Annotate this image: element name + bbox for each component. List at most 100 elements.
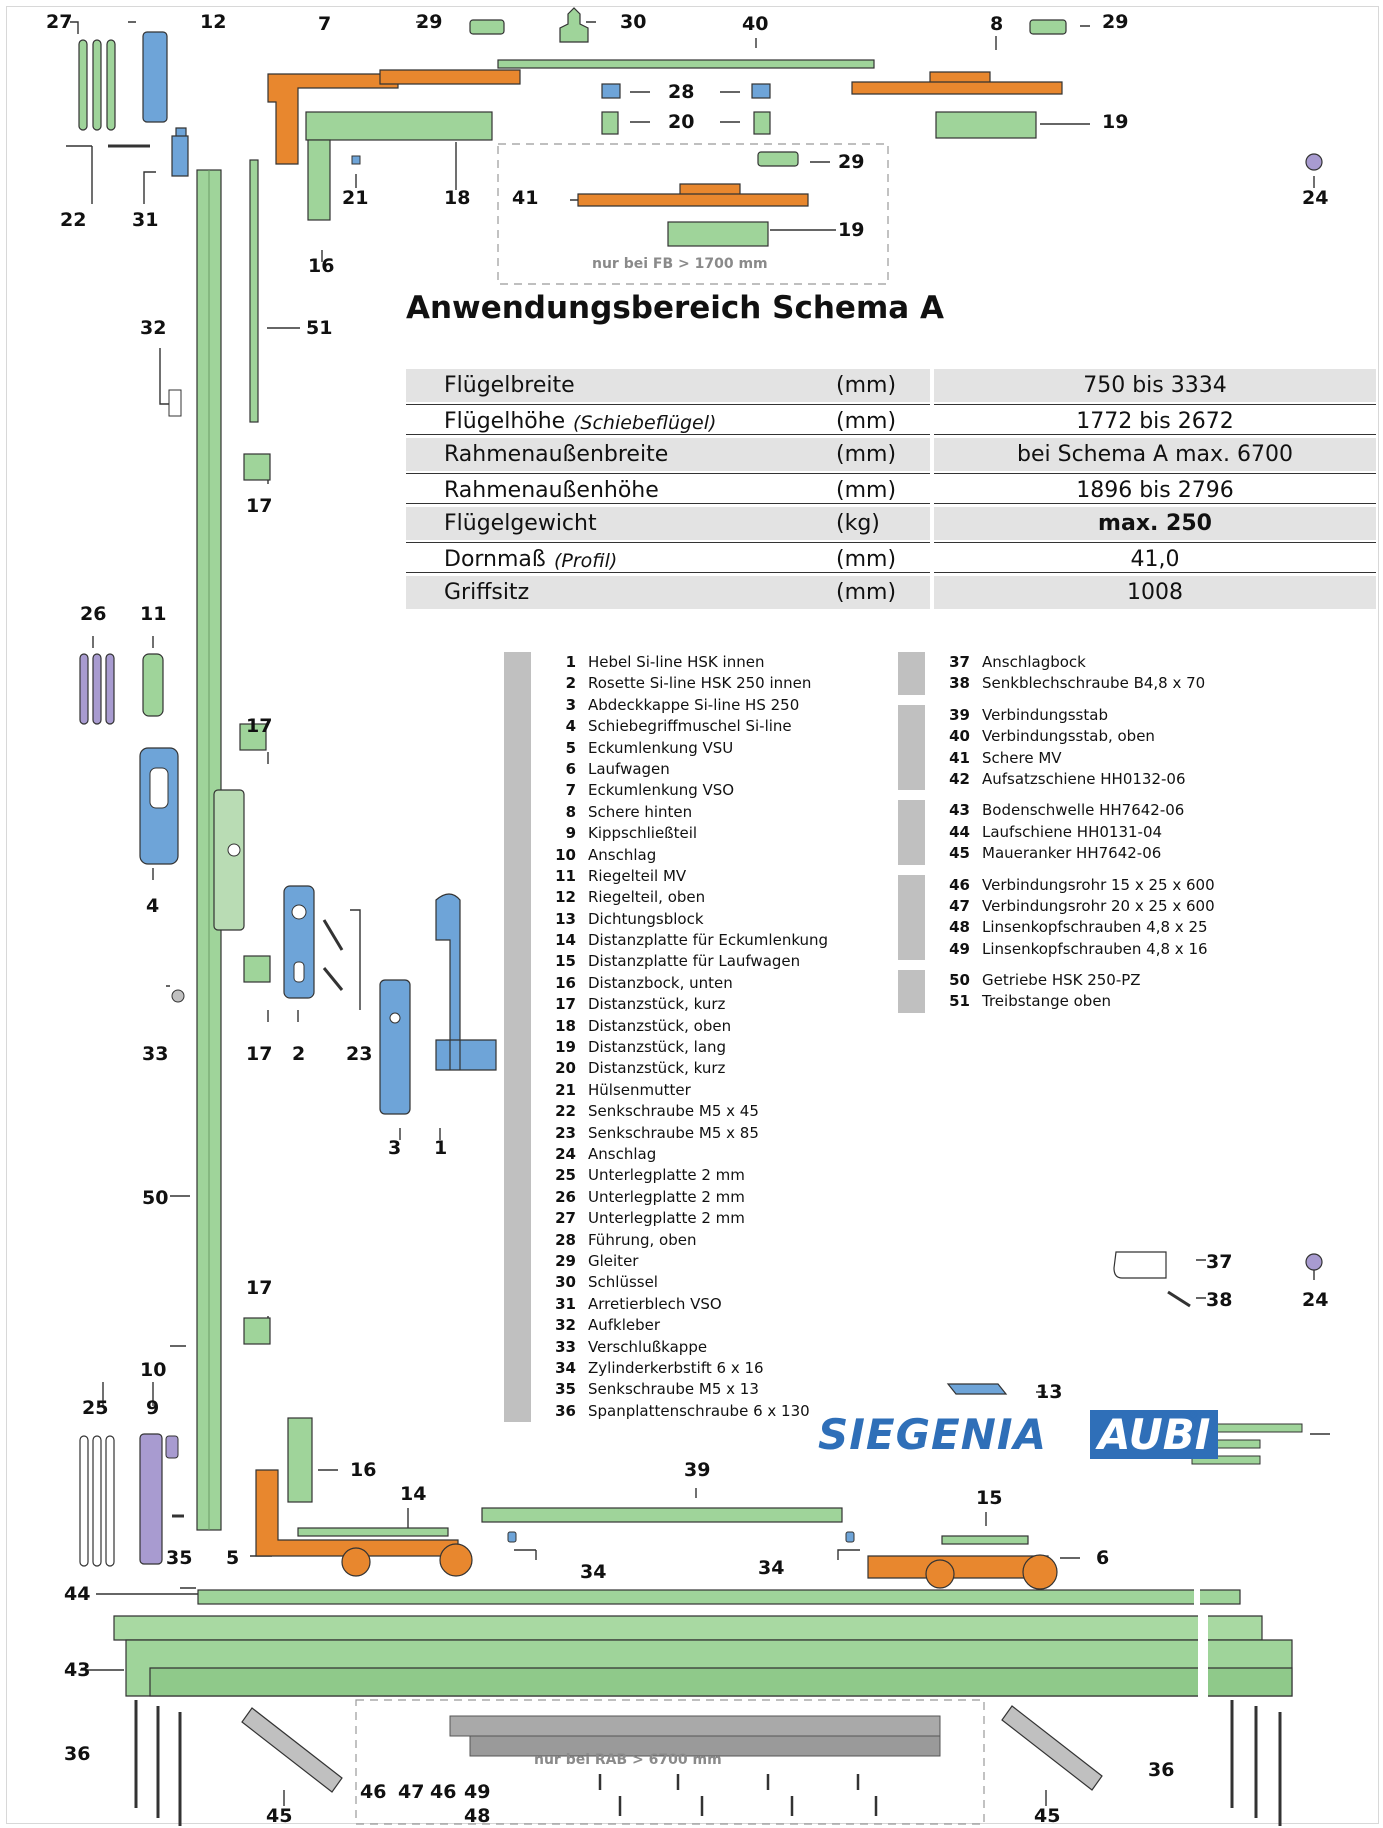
legend-number: 11: [555, 866, 576, 885]
legend-number: 8: [565, 802, 576, 821]
legend-text: Schiebegriffmuschel Si-line: [588, 717, 792, 736]
callout-18: 18: [444, 187, 471, 209]
callout-16: 16: [308, 255, 335, 277]
spec-label-cell: Rahmenaußenbreite(mm): [406, 438, 930, 471]
legend-number: 44: [949, 822, 970, 841]
legend-item: 44 Laufschiene HH0131-04: [898, 822, 1278, 843]
callout-22: 22: [60, 209, 87, 231]
legend-number: 29: [555, 1251, 576, 1270]
spec-label: Griffsitz: [444, 580, 530, 605]
spec-value: 750 bis 3334: [1083, 373, 1227, 398]
legend-item: 29 Gleiter: [504, 1251, 904, 1272]
logo-registered-mark: ®: [1188, 1408, 1199, 1421]
callout-19b: 19: [838, 219, 865, 241]
callout-10: 10: [140, 1359, 167, 1381]
spec-row: Flügelbreite(mm)750 bis 3334: [406, 369, 1376, 404]
spec-value-cell: 41,0: [934, 541, 1376, 573]
logo-sub: AUBI: [1090, 1410, 1219, 1459]
legend-text: Laufschiene HH0131-04: [982, 822, 1163, 841]
callout-17d: 17: [246, 1277, 273, 1299]
legend-text: Verbindungsrohr 20 x 25 x 600: [982, 896, 1215, 915]
legend-number: 30: [555, 1273, 576, 1292]
legend-number: 4: [565, 717, 576, 736]
spec-value: max. 250: [1098, 511, 1212, 536]
spec-value-cell: 1008: [934, 576, 1376, 609]
legend-text: Gleiter: [588, 1251, 639, 1270]
legend-number: 46: [949, 875, 970, 894]
legend-text: Distanzstück, oben: [588, 1016, 732, 1035]
spec-value-cell: 750 bis 3334: [934, 369, 1376, 402]
legend-text: Distanzplatte für Eckumlenkung: [588, 931, 829, 950]
callout-3: 3: [388, 1137, 402, 1159]
legend-text: Distanzstück, kurz: [588, 995, 726, 1014]
legend-text: Distanzplatte für Laufwagen: [588, 952, 801, 971]
spec-unit: (kg): [836, 511, 880, 536]
legend-number: 21: [555, 1080, 576, 1099]
callout-17c: 17: [246, 1043, 273, 1065]
callout-1: 1: [434, 1137, 448, 1159]
callout-41: 41: [512, 187, 539, 209]
legend-number: 2: [565, 674, 576, 693]
spec-value-cell: 1896 bis 2796: [934, 472, 1376, 504]
callout-49: 49: [464, 1781, 491, 1803]
spec-row: Dornmaß(Profil)(mm)41,0: [406, 541, 1376, 577]
legend-text: Riegelteil MV: [588, 866, 687, 885]
legend-number: 24: [555, 1144, 576, 1163]
legend-text: Verbindungsstab, oben: [982, 727, 1155, 746]
legend-number: 16: [555, 973, 576, 992]
legend-text: Laufwagen: [588, 759, 670, 778]
note-fb: nur bei FB > 1700 mm: [592, 256, 768, 272]
callout-24b: 24: [1302, 1289, 1329, 1311]
legend-number: 34: [555, 1358, 576, 1377]
logo-brand: SIEGENIA: [818, 1410, 1048, 1459]
spec-label: Flügelbreite: [444, 373, 575, 398]
legend-number: 19: [555, 1038, 576, 1057]
legend-text: Linsenkopfschrauben 4,8 x 16: [982, 939, 1208, 958]
legend-text: Riegelteil, oben: [588, 888, 706, 907]
legend-number: 9: [565, 824, 576, 843]
callout-26: 26: [80, 603, 107, 625]
spec-label-cell: Flügelhöhe(Schiebeflügel)(mm): [406, 403, 930, 435]
legend-number: 14: [555, 931, 576, 950]
callout-45b: 45: [1034, 1805, 1061, 1827]
callout-7: 7: [318, 13, 332, 35]
legend-number: 49: [949, 939, 970, 958]
spec-unit: (mm): [836, 442, 897, 467]
legend-text: Aufsatzschiene HH0132-06: [982, 769, 1186, 788]
legend-number: 42: [949, 769, 970, 788]
legend-number: 5: [565, 738, 576, 757]
legend-number: 28: [555, 1230, 576, 1249]
legend-text: Linsenkopfschrauben 4,8 x 25: [982, 918, 1208, 937]
legend-text: Senkschraube M5 x 85: [588, 1123, 759, 1142]
legend-group-bar: [898, 704, 925, 791]
note-rab: nur bei RAB > 6700 mm: [534, 1752, 722, 1768]
spec-value-cell: max. 250: [934, 507, 1376, 540]
spec-row: Griffsitz(mm)1008: [406, 576, 1376, 611]
spec-label-cell: Rahmenaußenhöhe(mm): [406, 472, 930, 504]
callout-13: 13: [1036, 1381, 1063, 1403]
legend-number: 20: [555, 1059, 576, 1078]
legend-group-bar: [898, 874, 925, 961]
legend-text: Distanzstück, kurz: [588, 1059, 726, 1078]
callout-47: 47: [398, 1781, 425, 1803]
legend-number: 36: [555, 1401, 576, 1420]
legend-number: 48: [949, 918, 970, 937]
